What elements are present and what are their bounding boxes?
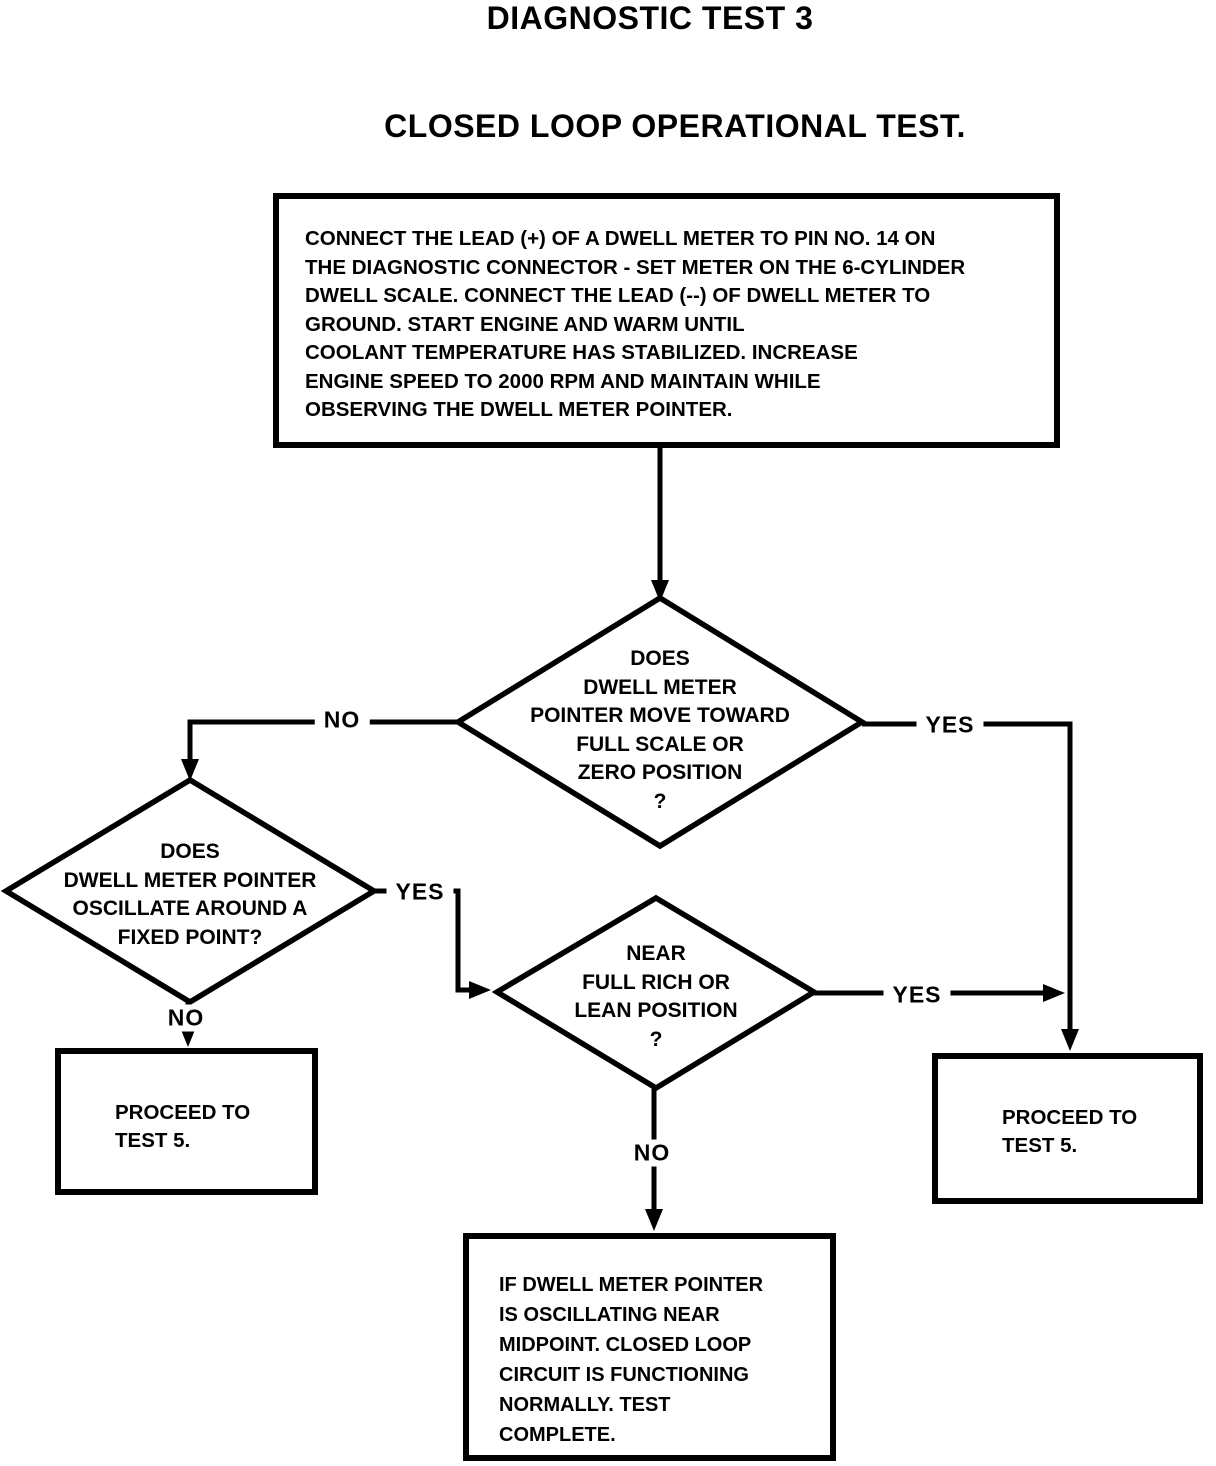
decision2-diamond <box>0 776 380 1006</box>
edge-label-decision2-no: NO <box>158 1004 214 1032</box>
arrowhead-down-icon <box>645 1209 663 1231</box>
arrow-decision2-yes-to-decision3 <box>374 888 491 999</box>
proceed-left-node-text: PROCEED TO TEST 5. <box>115 1101 251 1152</box>
proceed-left-node-box <box>55 1048 318 1195</box>
decision1-diamond <box>452 594 868 850</box>
decision3-text: NEAR FULL RICH OR LEAN POSITION ? <box>574 942 738 1051</box>
arrowhead-right-icon <box>469 981 491 999</box>
arrow-start-to-decision1 <box>651 448 669 602</box>
complete-node-text: IF DWELL METER POINTER IS OSCILLATING NE… <box>499 1274 764 1446</box>
proceed-right-node-text: PROCEED TO TEST 5. <box>1002 1106 1138 1157</box>
decision1-text: DOES DWELL METER POINTER MOVE TOWARD FUL… <box>530 647 790 813</box>
edge-label-decision3-no: NO <box>624 1139 680 1167</box>
edge-label-decision2-yes: YES <box>386 878 454 906</box>
complete-node-box <box>463 1233 836 1461</box>
edge-label-decision1-no: NO <box>314 706 370 734</box>
decision3-diamond <box>491 894 820 1092</box>
arrowhead-right-icon <box>1043 984 1065 1002</box>
arrowhead-down-icon <box>1061 1029 1079 1051</box>
page-subtitle: CLOSED LOOP OPERATIONAL TEST. <box>384 108 966 144</box>
start-node-text: CONNECT THE LEAD (+) OF A DWELL METER TO… <box>305 227 966 421</box>
edge-label-decision1-yes: YES <box>916 711 984 739</box>
edge-label-decision3-yes: YES <box>883 981 951 1009</box>
start-node-box <box>273 193 1060 448</box>
proceed-right-node-box <box>932 1053 1203 1204</box>
arrowhead-down-icon <box>651 580 669 602</box>
page-title: DIAGNOSTIC TEST 3 <box>486 0 814 36</box>
decision2-text: DOES DWELL METER POINTER OSCILLATE AROUN… <box>63 840 317 949</box>
arrowhead-down-icon <box>181 759 199 781</box>
